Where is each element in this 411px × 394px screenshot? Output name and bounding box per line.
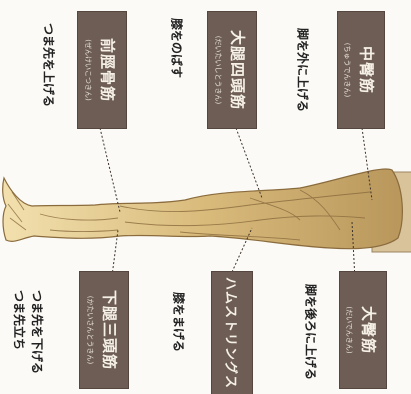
tibialis-anterior-reading: (ぜんけいこつきん) <box>83 39 93 100</box>
gluteus-maximus-name: 大臀筋 <box>359 306 380 354</box>
gluteus-maximus-action: 脚を後ろに上げる <box>300 270 322 394</box>
hamstrings-action: 膝をまげる <box>168 282 190 362</box>
triceps-surae-name: 下腿三頭筋 <box>100 290 121 370</box>
quadriceps-action: 膝をのばす <box>166 6 188 90</box>
tibialis-anterior-name: 前脛骨筋 <box>98 38 119 102</box>
gluteus-medius-name: 中臀筋 <box>357 46 378 94</box>
quadriceps-name: 大腿四頭筋 <box>228 30 249 110</box>
quadriceps-reading: (だいたいしとうきん) <box>213 36 223 104</box>
tibialis-anterior-action: つま先を上げる <box>38 6 60 124</box>
hamstrings-label: ハムストリングス <box>212 272 252 394</box>
gluteus-maximus-label: 大臀筋 (だいでんきん) <box>340 272 386 388</box>
triceps-surae-reading: (かたいさんとうきん) <box>85 296 95 364</box>
leg-outline <box>3 169 403 249</box>
hamstrings-name: ハムストリングス <box>223 277 242 389</box>
gluteus-medius-reading: (ちゅうでんきん) <box>342 43 352 97</box>
triceps-surae-action: つま先を下げる つま先立ち <box>6 272 50 392</box>
gluteus-maximus-reading: (だいでんきん) <box>344 306 354 353</box>
triceps-surae-label: 下腿三頭筋 (かたいさんとうきん) <box>80 272 128 388</box>
tibialis-anterior-label: 前脛骨筋 (ぜんけいこつきん) <box>78 12 126 128</box>
quadriceps-label: 大腿四頭筋 (だいたいしとうきん) <box>208 12 256 128</box>
gluteus-medius-label: 中臀筋 (ちゅうでんきん) <box>338 12 384 128</box>
gluteus-medius-action: 脚を外に上げる <box>292 6 314 134</box>
